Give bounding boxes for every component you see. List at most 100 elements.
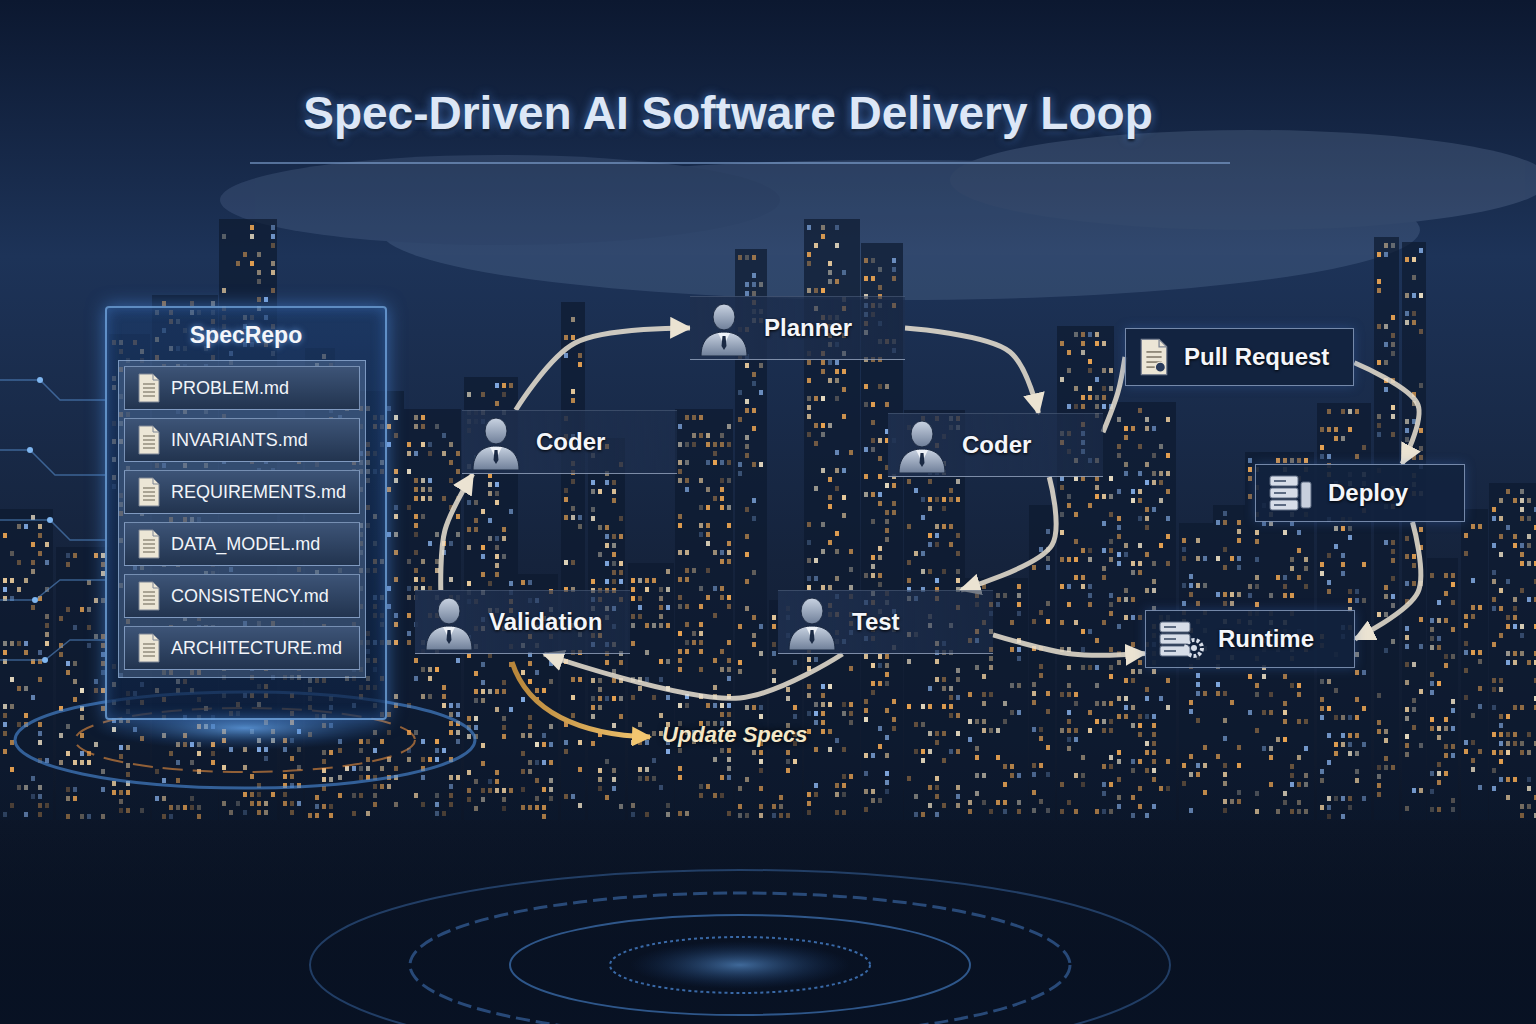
- window-light: [222, 288, 226, 293]
- window-light: [80, 688, 84, 693]
- window-light: [571, 560, 575, 565]
- window-light: [571, 398, 575, 403]
- window-light: [1017, 611, 1021, 616]
- window-light: [907, 659, 911, 664]
- window-light: [720, 460, 724, 465]
- window-light: [456, 469, 460, 474]
- window-light: [528, 580, 532, 585]
- window-light: [885, 735, 889, 740]
- window-light: [720, 667, 724, 672]
- window-light: [495, 491, 499, 496]
- window-light: [73, 697, 77, 702]
- window-light: [807, 414, 811, 419]
- window-light: [996, 593, 1000, 598]
- cloud: [220, 155, 780, 245]
- window-light: [835, 360, 839, 365]
- window-light: [59, 616, 63, 621]
- window-light: [720, 487, 724, 492]
- window-light: [1046, 529, 1050, 534]
- window-light: [591, 507, 595, 512]
- window-light: [821, 693, 825, 698]
- window-light: [645, 677, 649, 682]
- window-light: [94, 679, 98, 684]
- window-light: [549, 679, 553, 684]
- window-light: [571, 389, 575, 394]
- window-light: [502, 536, 506, 541]
- window-light: [250, 261, 254, 266]
- window-light: [842, 513, 846, 518]
- window-light: [549, 661, 553, 666]
- window-light: [666, 695, 670, 700]
- window-light: [878, 456, 882, 461]
- window-light: [1017, 602, 1021, 607]
- window-light: [598, 678, 602, 683]
- window-light: [935, 659, 939, 664]
- window-light: [257, 252, 261, 257]
- window-light: [885, 384, 889, 389]
- window-light: [435, 424, 439, 429]
- window-light: [495, 401, 499, 406]
- window-light: [989, 665, 993, 670]
- window-light: [612, 552, 616, 557]
- window-light: [666, 587, 670, 592]
- window-light: [591, 741, 595, 746]
- window-light: [38, 722, 42, 727]
- window-light: [1039, 610, 1043, 615]
- window-light: [495, 563, 499, 568]
- window-light: [935, 578, 939, 583]
- window-light: [87, 607, 91, 612]
- window-light: [652, 731, 656, 736]
- window-light: [45, 641, 49, 646]
- window-light: [706, 703, 710, 708]
- window-light: [752, 462, 756, 467]
- window-light: [666, 749, 670, 754]
- building: [1374, 237, 1399, 820]
- window-light: [752, 498, 756, 503]
- window-light: [996, 755, 1000, 760]
- window-light: [542, 688, 546, 693]
- window-light: [727, 523, 731, 528]
- window-light: [435, 739, 439, 744]
- window-light: [921, 722, 925, 727]
- window-light: [706, 568, 710, 573]
- window-light: [638, 740, 642, 745]
- window-light: [3, 578, 7, 583]
- window-light: [738, 660, 742, 665]
- window-light: [1046, 619, 1050, 624]
- window-light: [38, 524, 42, 529]
- window-light: [449, 541, 453, 546]
- window-light: [421, 577, 425, 582]
- window-light: [474, 500, 478, 505]
- window-light: [949, 686, 953, 691]
- window-light: [456, 658, 460, 663]
- window-light: [488, 581, 492, 586]
- window-light: [738, 669, 742, 674]
- window-light: [73, 625, 77, 630]
- window-light: [849, 711, 853, 716]
- window-light: [864, 717, 868, 722]
- window-light: [652, 695, 656, 700]
- window-light: [928, 533, 932, 538]
- window-light: [849, 567, 853, 572]
- window-light: [502, 716, 506, 721]
- window-light: [814, 396, 818, 401]
- window-light: [956, 695, 960, 700]
- window-light: [591, 705, 595, 710]
- window-light: [631, 740, 635, 745]
- window-light: [814, 576, 818, 581]
- window-light: [942, 731, 946, 736]
- window-light: [564, 335, 568, 340]
- window-light: [45, 632, 49, 637]
- window-light: [821, 720, 825, 725]
- window-light: [659, 677, 663, 682]
- window-light: [659, 623, 663, 628]
- window-light: [414, 523, 418, 528]
- window-light: [1046, 601, 1050, 606]
- window-light: [842, 495, 846, 500]
- window-light: [982, 719, 986, 724]
- window-light: [31, 542, 35, 547]
- window-light: [467, 392, 471, 397]
- window-light: [871, 573, 875, 578]
- window-light: [807, 432, 811, 437]
- window-light: [605, 696, 609, 701]
